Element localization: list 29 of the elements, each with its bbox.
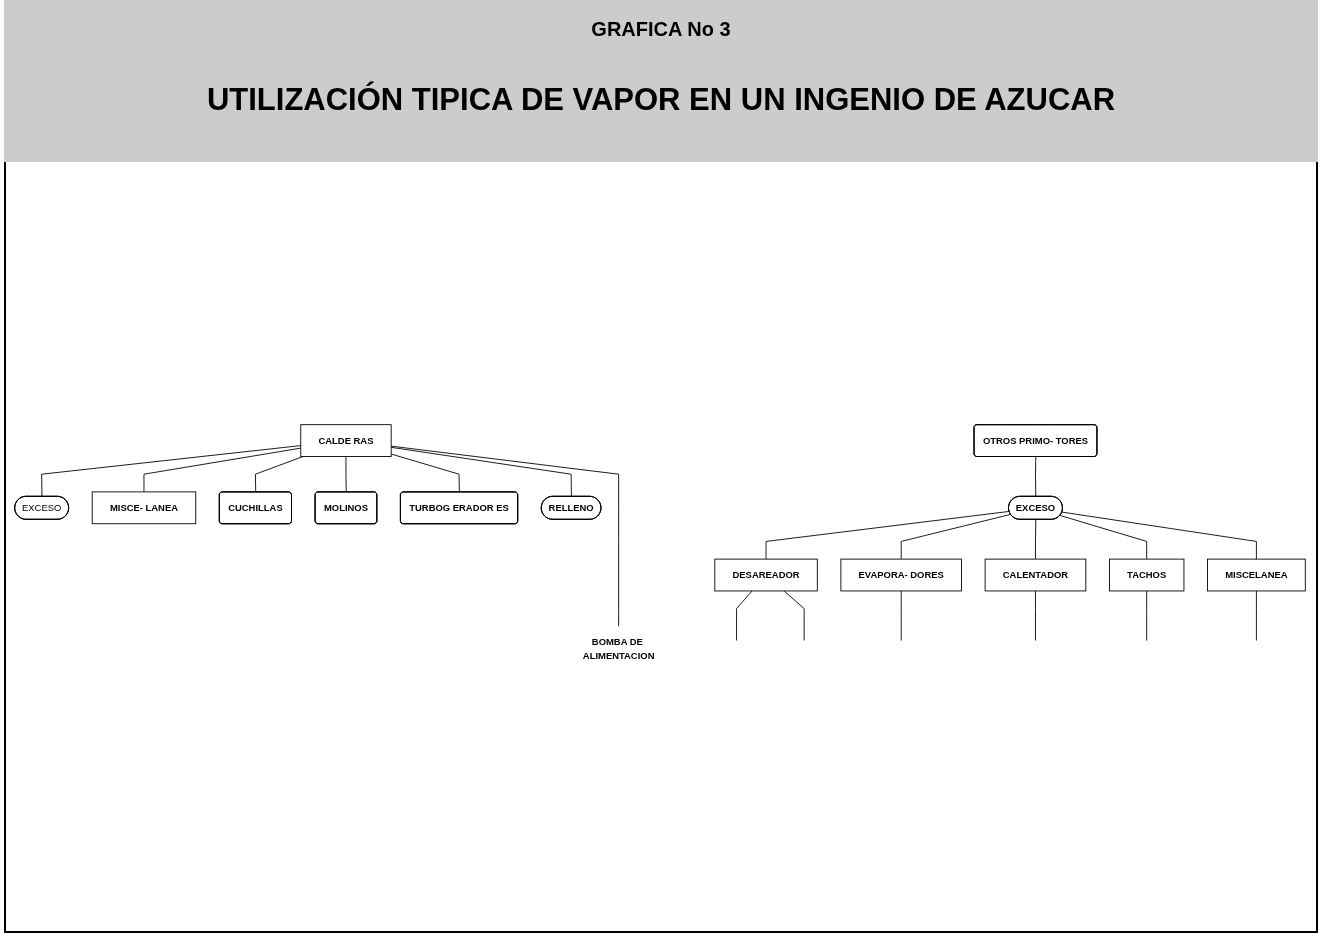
connector bbox=[1059, 515, 1148, 560]
connector bbox=[900, 513, 1012, 560]
node-box: TACHOS bbox=[1109, 558, 1185, 592]
node-box: EVAPORA- DORES bbox=[840, 558, 962, 592]
figure-number: GRAFICA No 3 bbox=[590, 18, 732, 41]
node-box: CALDE RAS bbox=[300, 424, 392, 457]
connector bbox=[1035, 456, 1037, 498]
connector bbox=[900, 590, 902, 641]
connector bbox=[1255, 590, 1257, 641]
connector bbox=[1146, 590, 1148, 641]
connector bbox=[736, 590, 753, 641]
node-text: BOMBA DE ALIMENTACION bbox=[582, 636, 655, 662]
connector bbox=[143, 447, 302, 493]
node-box: DESAREADOR bbox=[714, 558, 818, 592]
connector bbox=[390, 453, 460, 493]
node-box: CALENTADOR bbox=[984, 558, 1087, 592]
title: UTILIZACIÓN TIPICA DE VAPOR EN UN INGENIO DE AZUCAR bbox=[205, 82, 1117, 118]
connector bbox=[1035, 590, 1036, 641]
connector bbox=[345, 456, 347, 493]
node-box: MISCE- LANEA bbox=[91, 491, 197, 525]
node-box: MISCELANEA bbox=[1207, 558, 1306, 592]
connector bbox=[255, 456, 304, 493]
connector bbox=[765, 510, 1010, 560]
connector bbox=[783, 590, 805, 641]
connector bbox=[1035, 519, 1037, 560]
connector bbox=[41, 445, 302, 498]
connector bbox=[390, 446, 572, 498]
connector bbox=[1061, 511, 1257, 560]
connector bbox=[390, 445, 620, 627]
